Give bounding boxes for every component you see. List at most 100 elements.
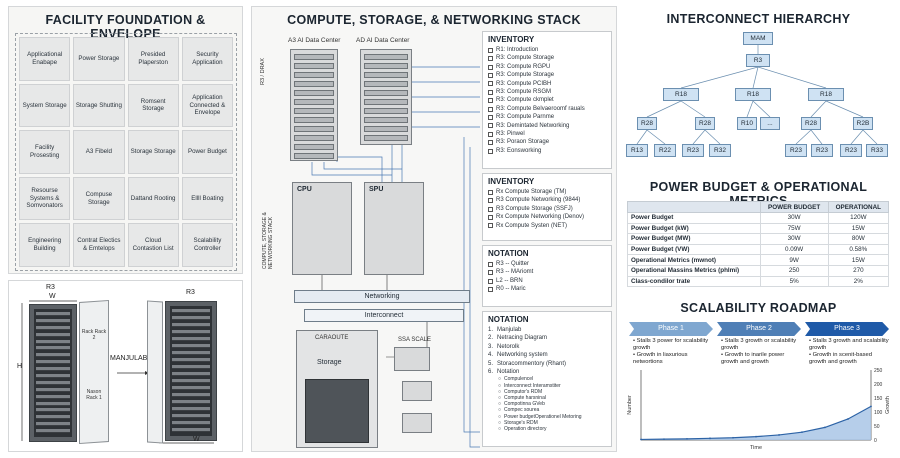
checkbox-icon bbox=[488, 123, 493, 129]
x-axis-label: Time bbox=[750, 445, 762, 451]
hierarchy-node: R23 bbox=[811, 144, 833, 157]
y2-axis-label: Growth bbox=[885, 396, 891, 414]
hierarchy-link bbox=[810, 100, 827, 118]
list-sub-item: ○Compec sourea bbox=[488, 407, 606, 413]
list-number: 4. bbox=[488, 352, 494, 359]
rack-left-label: R3 bbox=[46, 284, 55, 291]
list-item: 5.Storacommentory (Rhant) bbox=[488, 360, 606, 368]
list-item-label: R3: Compute Parnme bbox=[496, 114, 555, 121]
bullet-icon: ○ bbox=[498, 407, 502, 414]
list-item-label: R0 -- Maric bbox=[496, 286, 526, 293]
rack-right bbox=[165, 301, 217, 441]
list-item-label: Networking system bbox=[497, 352, 548, 359]
hierarchy-link bbox=[746, 100, 754, 118]
table-cell: 9W bbox=[759, 254, 829, 266]
list-item: R3 -- Quitter bbox=[488, 260, 606, 268]
list-sub-item: ○Power budgetOperationel Metoring bbox=[488, 414, 606, 420]
list-item: R3: Compute RGPU bbox=[488, 63, 606, 71]
rack-unit bbox=[36, 401, 70, 406]
hierarchy-node: R32 bbox=[709, 144, 731, 157]
rack-unit bbox=[172, 407, 210, 411]
y2-tick-label: 200 bbox=[874, 382, 883, 388]
rack-right-label: R3 bbox=[186, 289, 195, 296]
list-item: R3: Demintated Networking bbox=[488, 122, 606, 130]
hierarchy-node: R2B bbox=[853, 117, 873, 130]
hierarchy-node: MAM bbox=[743, 32, 773, 45]
table-cell: 15W bbox=[827, 222, 890, 235]
growth-point bbox=[801, 431, 803, 434]
rack-height-label: H bbox=[17, 363, 23, 370]
list-item: 4.Networking system bbox=[488, 351, 606, 359]
hierarchy-link bbox=[757, 66, 827, 89]
hierarchy-node: R3 bbox=[746, 54, 770, 67]
rack-unit bbox=[172, 414, 210, 418]
rack-center-label: MANJULAB bbox=[110, 355, 148, 362]
list-item: R0 -- Maric bbox=[488, 285, 606, 293]
rack-unit bbox=[36, 360, 70, 365]
checkbox-icon bbox=[488, 206, 493, 212]
checkbox-icon bbox=[488, 56, 493, 62]
checkbox-icon bbox=[488, 198, 493, 204]
facility-cell: Resourse Systems & Somvonators bbox=[19, 176, 71, 221]
rack-unit bbox=[36, 367, 70, 372]
phase-bullet: • Stalls 3 growth and scalability growth bbox=[809, 338, 889, 351]
hierarchy-link bbox=[692, 129, 706, 145]
list-sub-item: ○Interconnect Interamstiter bbox=[488, 383, 606, 389]
facility-cell: Engineering Building bbox=[19, 223, 71, 267]
rack-unit bbox=[36, 339, 70, 344]
notation-2-title: NOTATION bbox=[488, 315, 529, 324]
list-item: Rx Compute Networking (Denov) bbox=[488, 213, 606, 221]
dc-a-cabinet bbox=[290, 49, 338, 161]
table-cell: Power Budget (MW) bbox=[627, 233, 761, 245]
inventory-panel-2: INVENTORY Rx Compute Storage (TM)R3 Comp… bbox=[482, 173, 612, 241]
list-item-label: Netorolk bbox=[497, 343, 520, 350]
rack-unit bbox=[172, 386, 210, 390]
rack-unit bbox=[172, 316, 210, 320]
list-number: 3. bbox=[488, 343, 494, 350]
bullet-icon: ○ bbox=[498, 401, 502, 408]
dc-b-cabinet bbox=[360, 49, 412, 145]
list-item-label: R3: Compute ckmplet bbox=[496, 97, 554, 104]
server-unit bbox=[364, 126, 408, 132]
hierarchy-node: R18 bbox=[808, 88, 844, 101]
checkbox-icon bbox=[488, 261, 493, 267]
scale-head: SSA SCALE bbox=[398, 337, 432, 343]
growth-point bbox=[686, 437, 688, 440]
list-item: Rx Compute Storage (TM) bbox=[488, 188, 606, 196]
interconnect-bar: Interconnect bbox=[304, 309, 464, 322]
facility-panel: FACILITY FOUNDATION & ENVELOPE Applicati… bbox=[8, 6, 243, 274]
checkbox-icon bbox=[488, 114, 493, 120]
bullet-icon: ○ bbox=[498, 413, 502, 420]
scale-node-2 bbox=[402, 381, 432, 401]
server-unit bbox=[294, 153, 334, 159]
list-item-label: Rx Compute Storage (TM) bbox=[496, 189, 567, 195]
power-column-header: POWER BUDGET bbox=[759, 201, 829, 213]
hierarchy-link bbox=[810, 129, 823, 145]
list-sub-item: ○Storage's RDM bbox=[488, 420, 606, 426]
hierarchy-node: R28 bbox=[637, 117, 657, 130]
list-item-label: R3: Compute RSGM bbox=[496, 89, 552, 96]
y2-tick-label: 0 bbox=[874, 438, 877, 444]
networking-bar: Networking bbox=[294, 290, 470, 303]
phase-bullet: • Growth to inarile power growth and gro… bbox=[721, 352, 785, 365]
rack-unit bbox=[172, 379, 210, 383]
side-label-mid: COMPUTE, STORAGE & NETWORKING STACK bbox=[262, 212, 274, 269]
list-item: R3: Eonsworking bbox=[488, 147, 606, 155]
list-sub-item-label: Power budgetOperationel Metoring bbox=[504, 413, 582, 420]
list-sub-item: ○Compute harsninal bbox=[488, 395, 606, 401]
list-item: R3: Compute PCIBH bbox=[488, 80, 606, 88]
y2-tick-label: 250 bbox=[874, 368, 883, 374]
list-sub-item-label: Compulencel bbox=[504, 376, 534, 383]
table-cell: 0.58% bbox=[827, 243, 890, 256]
checkbox-icon bbox=[488, 278, 493, 284]
list-item-label: Manjulab bbox=[497, 327, 522, 333]
dc-b-label: AD AI Data Center bbox=[356, 37, 410, 44]
list-number: 6. bbox=[488, 369, 494, 376]
server-unit bbox=[364, 54, 408, 60]
bullet-icon: ○ bbox=[498, 388, 502, 395]
hierarchy-node: R18 bbox=[663, 88, 699, 101]
checkbox-icon bbox=[488, 81, 493, 87]
phase-bullet: • Stalls 3 growth or scalability growth bbox=[721, 338, 797, 351]
